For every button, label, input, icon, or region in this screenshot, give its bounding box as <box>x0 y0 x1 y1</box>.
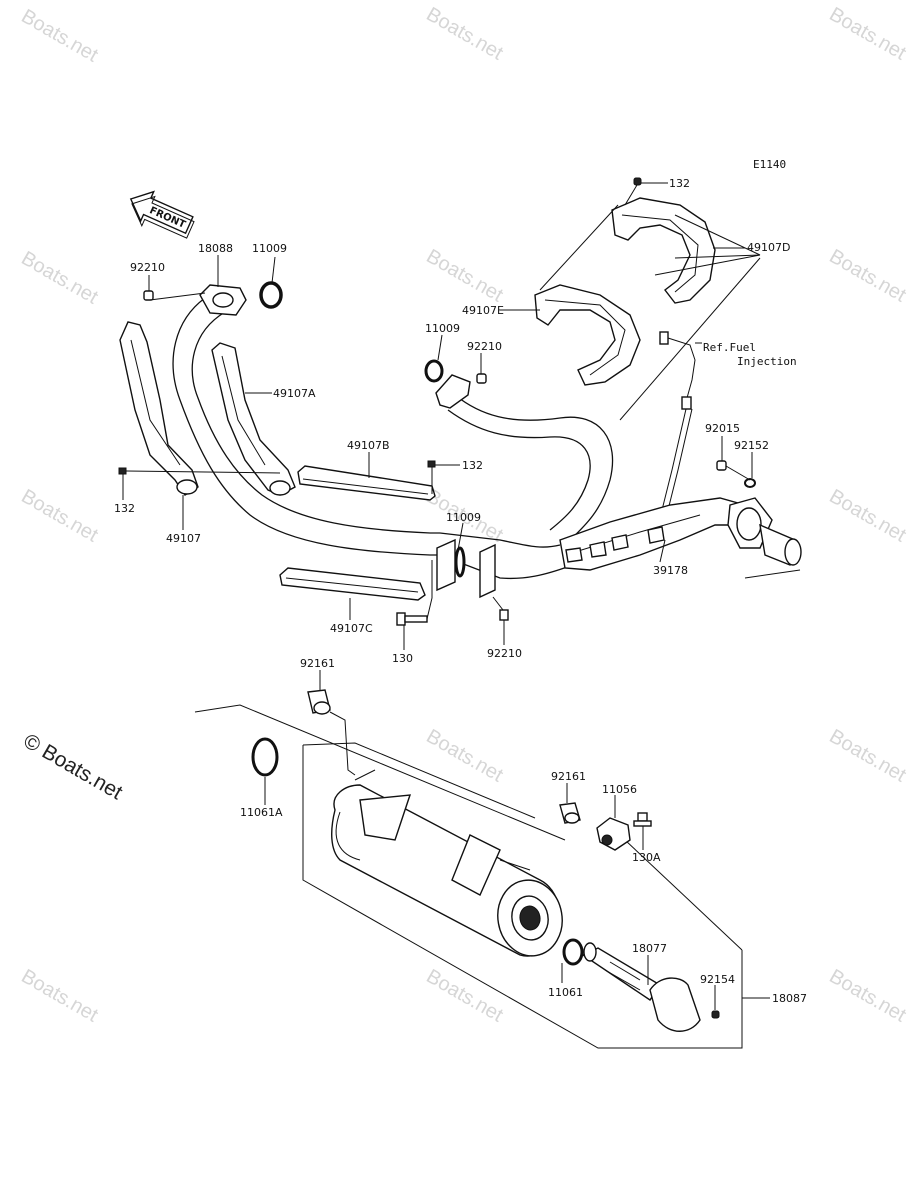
part-label: 11056 <box>602 783 637 796</box>
part-label: 49107C <box>330 622 373 635</box>
heat-guard-49107E <box>534 284 641 386</box>
part-label: 130 <box>392 652 413 665</box>
part-label: 49107 <box>166 532 201 545</box>
part-label: 11009 <box>425 322 460 335</box>
watermark: Boats.net <box>826 725 911 787</box>
flange-18088 <box>199 284 247 316</box>
nut-92015 <box>716 460 727 471</box>
oxygen-sensor <box>659 331 696 511</box>
joint-flanges <box>436 538 496 599</box>
ref-label: Injection <box>737 355 797 368</box>
washer-92152 <box>744 478 756 488</box>
part-label: 18088 <box>198 242 233 255</box>
part-label: 132 <box>114 502 135 515</box>
watermark: Boats.net <box>18 247 103 309</box>
watermark: Boats.net <box>826 245 911 307</box>
watermark: Boats.net <box>18 965 103 1027</box>
gasket-11009-left <box>259 281 283 309</box>
nut-92210-left <box>143 290 154 301</box>
part-label: 49107D <box>747 241 790 254</box>
tail-pipe-18077 <box>581 942 701 1032</box>
screw-132-mid <box>427 460 436 468</box>
part-label: 92154 <box>700 973 735 986</box>
part-label: 92210 <box>487 647 522 660</box>
part-label: 11009 <box>446 511 481 524</box>
watermark: Boats.net <box>826 3 911 65</box>
gasket-11061 <box>562 938 584 966</box>
part-label: 39178 <box>653 564 688 577</box>
part-labels: 132 49107D 49107E Ref.Fuel Injection 110… <box>114 177 807 1005</box>
damper-92161-top <box>307 689 331 715</box>
watermark: Boats.net <box>18 5 103 67</box>
bolt-130A <box>633 812 652 827</box>
part-label: 132 <box>462 459 483 472</box>
screw-92154 <box>711 1010 720 1019</box>
screw-132-left <box>118 467 127 475</box>
part-label: 132 <box>669 177 690 190</box>
diagram-code: E1140 <box>753 158 786 171</box>
part-label: 92161 <box>300 657 335 670</box>
screw-132-top <box>633 177 642 186</box>
bracket-11056 <box>596 817 631 851</box>
part-label: 92161 <box>551 770 586 783</box>
nut-92210-low <box>499 609 509 621</box>
watermark-main: © Boats.net <box>20 729 127 804</box>
watermark: Boats.net <box>423 3 508 65</box>
part-label: 18077 <box>632 942 667 955</box>
heat-guard-49107C <box>279 567 426 601</box>
part-label: 130A <box>632 851 661 864</box>
muffler-group-outline <box>194 704 743 1049</box>
part-label: 92015 <box>705 422 740 435</box>
part-label: 18087 <box>772 992 807 1005</box>
watermark: Boats.net <box>423 965 508 1027</box>
part-label: 11009 <box>252 242 287 255</box>
heat-guard-49107B <box>297 465 436 501</box>
nut-92210-mid <box>476 373 487 384</box>
bolt-130 <box>396 612 428 626</box>
part-label: 11061 <box>548 986 583 999</box>
part-label: 92210 <box>130 261 165 274</box>
muffler-body <box>331 769 563 957</box>
collector-39178 <box>559 497 756 571</box>
leader-lines <box>122 182 770 1010</box>
part-label: 49107A <box>273 387 316 400</box>
damper-92161-right <box>559 802 581 824</box>
header-pipe-right <box>435 374 614 546</box>
watermark: Boats.net <box>18 485 103 547</box>
part-label: 49107B <box>347 439 390 452</box>
heat-guard-49107D <box>611 197 716 304</box>
part-label: 92152 <box>734 439 769 452</box>
front-arrow-icon: FRONT <box>129 190 195 239</box>
ref-label: Ref.Fuel <box>703 341 756 354</box>
part-label: 92210 <box>467 340 502 353</box>
heat-guard-49107 <box>119 321 199 496</box>
watermark: Boats.net <box>423 245 508 307</box>
watermark: Boats.net <box>826 965 911 1027</box>
gasket-11061A <box>251 737 279 777</box>
gasket-11009-mid <box>424 359 444 383</box>
outlet-flange <box>727 497 802 566</box>
watermark: Boats.net <box>826 485 911 547</box>
part-label: 11061A <box>240 806 283 819</box>
heat-guard-49107A <box>211 342 296 496</box>
part-label: 49107E <box>462 304 504 317</box>
watermark: Boats.net <box>423 725 508 787</box>
